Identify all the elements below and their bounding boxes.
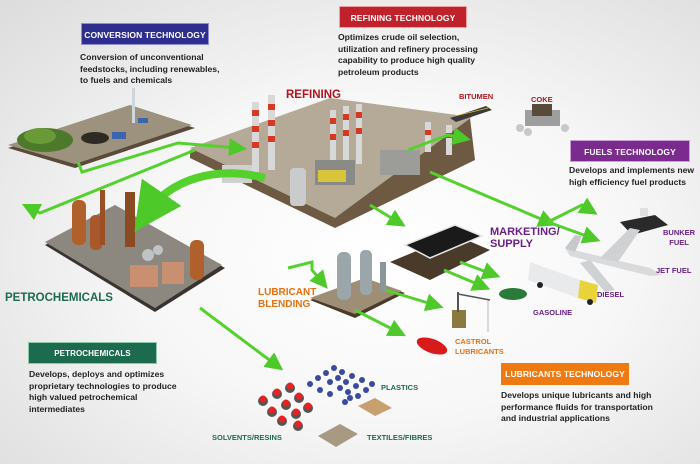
refining-technology-description: Optimizes crude oil selection, utilizati… [338,32,498,78]
description-line: Develops and implements new [569,165,695,175]
description-line: Develops unique lubricants and high [501,390,652,400]
refining-technology-badge: REFINING TECHNOLOGY [339,6,467,28]
castrol-plant-illustration [452,292,491,332]
bitumen-illustration [450,106,492,122]
description-line: Optimizes crude oil selection, [338,32,460,42]
description-line: Conversion of unconventional [80,52,204,62]
plastics-illustration [307,365,375,405]
bitumen-label: BITUMEN [459,92,494,101]
marketing-supply-stage-label: MARKETING/ SUPPLY [490,226,560,250]
label-line: MARKETING/ [490,226,560,238]
lubricant-blending-illustration [310,250,405,318]
description-line: and industrial applications [501,413,610,423]
description-line: proprietary technologies to produce [29,380,177,391]
description-line: high valued petrochemical [29,392,138,402]
description-line: high efficiency fuel products [569,176,686,187]
description-line: Develops, deploys and optimizes [29,369,165,379]
petrochemicals-technology-description: Develops, deploys and optimizes propriet… [29,369,209,415]
label-line: SUPPLY [490,238,534,250]
lubricants-technology-badge: LUBRICANTS TECHNOLOGY [501,363,629,385]
description-line: petroleum products [338,66,419,77]
fuels-technology-description: Develops and implements new high efficie… [569,165,699,188]
sports-car-illustration [499,288,527,300]
lubricants-technology-description: Develops unique lubricants and high perf… [501,390,681,425]
gasoline-label: GASOLINE [533,308,573,317]
jet-fuel-label: JET FUEL [656,266,692,275]
conversion-site-illustration [8,88,195,168]
label-line: CASTROL [455,337,492,346]
description-line: utilization and refinery processing [338,43,478,54]
airplane-illustration [565,228,662,292]
fuels-technology-badge: FUELS TECHNOLOGY [570,140,690,162]
gas-station-illustration [390,224,490,280]
label-line: BUNKER [663,228,696,237]
label-line: LUBRICANT [258,287,317,298]
petrochemicals-plant-illustration [45,190,225,312]
plastics-label: PLASTICS [381,383,419,392]
castrol-lubricants-label: CASTROL LUBRICANTS [455,337,504,357]
truck-illustration [528,262,598,305]
description-line: performance fluids for transportation [501,401,653,412]
description-line: capability to produce high quality [338,55,476,65]
diesel-label: DIESEL [597,290,625,299]
flow-arrows [21,127,601,371]
label-line: BLENDING [258,299,311,310]
textiles-fibres-label: TEXTILES/FIBRES [367,433,433,442]
description-line: to fuels and chemicals [80,75,173,85]
coke-illustration [516,104,569,136]
solvents-resins-label: SOLVENTS/RESINS [212,433,282,442]
petrochemicals-stage-label: PETROCHEMICALS [5,292,113,304]
coke-label: COKE [531,95,553,104]
red-car-illustration [416,337,448,355]
solvents-resins-illustration [258,382,313,431]
refinery-illustration [190,95,475,228]
conversion-technology-description: Conversion of unconventional feedstocks,… [80,52,280,87]
label-line: FUEL [669,238,689,247]
description-line: intermediates [29,403,85,414]
bunker-fuel-label: BUNKER FUEL [663,228,695,248]
conversion-technology-badge: CONVERSION TECHNOLOGY [81,23,209,45]
textiles-fibres-illustration [318,398,392,447]
description-line: feedstocks, including renewables, [80,63,220,74]
refining-stage-label: REFINING [286,89,341,101]
label-line: LUBRICANTS [455,347,504,356]
lubricant-blending-stage-label: LUBRICANT BLENDING [258,287,316,311]
petrochemicals-technology-badge: PETROCHEMICALS TECHNOLOGY [28,342,157,380]
